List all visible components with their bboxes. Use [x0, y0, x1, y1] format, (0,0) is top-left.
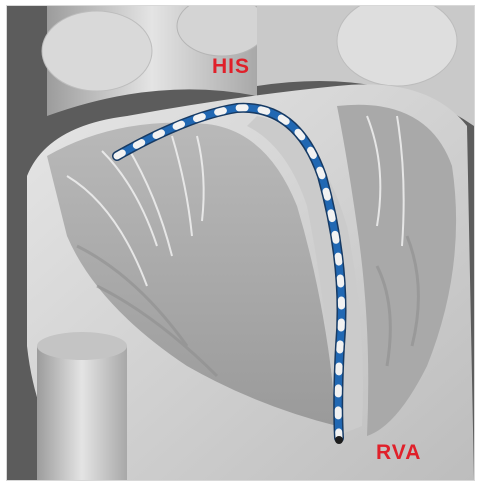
rva-label: RVA — [376, 442, 421, 463]
his-label: HIS — [212, 56, 250, 77]
vessel-opening-left — [42, 11, 152, 91]
heart-illustration-frame: HIS RVA — [6, 5, 475, 481]
inferior-vena-cava — [37, 346, 127, 480]
ivc-opening — [37, 332, 127, 360]
pacing-lead-tip — [335, 436, 343, 444]
